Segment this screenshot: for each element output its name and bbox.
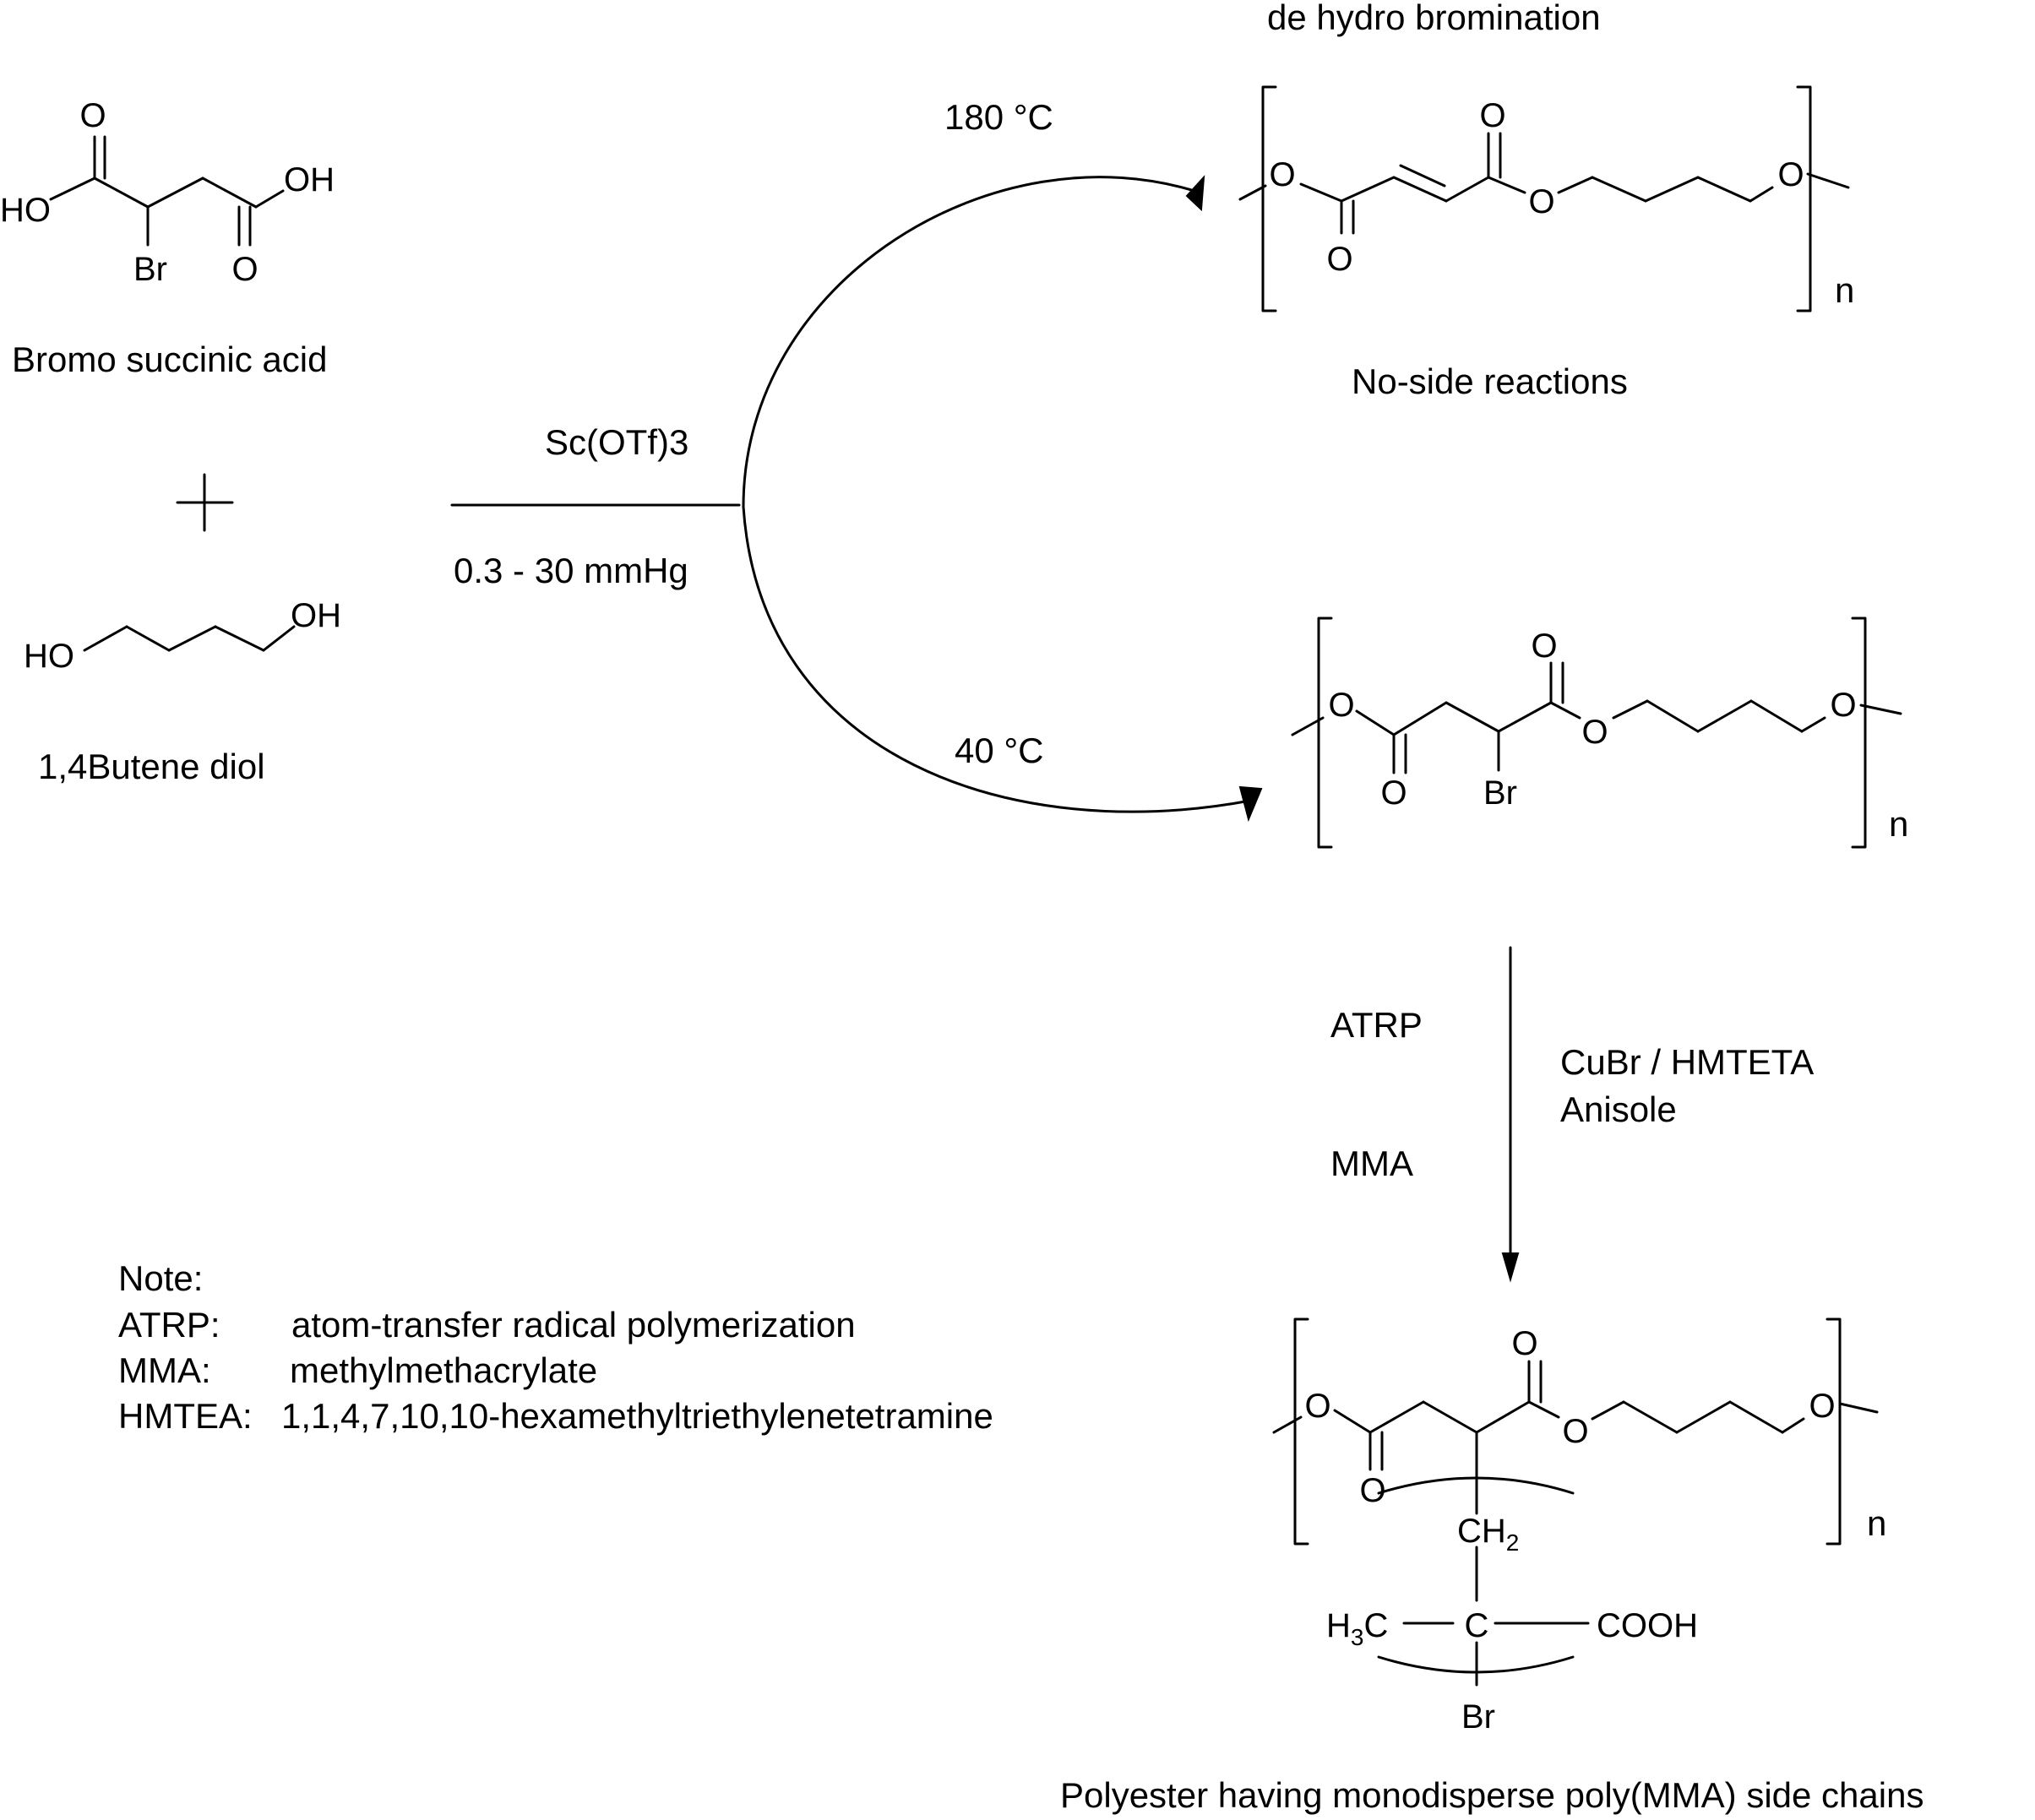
atom-o: O [1809,1388,1835,1425]
atom-o: O [1269,156,1295,193]
atom-ho: HO [0,192,51,229]
atom-o: O [1777,156,1804,193]
atom-o: O [1326,241,1352,278]
reactant1-name: Bromo succinic acid [12,340,327,379]
atom-oh: OH [291,597,341,634]
atom-o: O [1830,687,1856,724]
atrp-label: ATRP [1330,1005,1423,1045]
bracket-right [1826,1317,1842,1546]
bromo-polyester-structure [1291,661,1902,774]
atom-cooh: COOH [1597,1607,1698,1644]
note-def-mma: methylmethacrylate [290,1350,597,1390]
bracket-right [1796,85,1812,312]
atom-o: O [1511,1325,1537,1362]
dehydrobrominated-polyester-structure [1238,132,1850,235]
solvent-label: Anisole [1560,1089,1677,1129]
note-abbr-atrp: ATRP: [118,1305,220,1345]
arrowhead-180c [1185,175,1205,212]
bracket-left [1317,617,1333,849]
arrowhead-40c [1238,785,1263,823]
atom-o: O [1528,183,1554,220]
temp-high-label: 180 °C [944,97,1053,137]
note-abbr-hmtea: HMTEA: [118,1396,253,1436]
atom-o: O [231,251,258,288]
bromosuccinic-acid-structure [49,135,285,247]
arrow-to-bromo-polyester [742,505,1252,813]
note-def-hmtea: 1,1,4,7,10,10-hexamethyltriethylenetetra… [281,1396,993,1436]
bracket-right [1851,617,1867,849]
repeat-n: n [1867,1503,1886,1543]
atom-ho: HO [24,638,74,675]
reactant2-name: 1,4Butene diol [38,747,265,786]
catalyst-system-label: CuBr / HMTETA [1560,1042,1814,1082]
atom-o: O [1479,97,1505,134]
atom-o: O [1359,1472,1385,1509]
temp-low-label: 40 °C [955,731,1044,770]
atom-br: Br [1461,1698,1495,1736]
caption-dehydrobromination: de hydro bromination [1267,0,1601,37]
note-abbr-mma: MMA: [118,1350,211,1390]
catalyst-label: Sc(OTf)3 [545,422,688,462]
atom-h3c: H3C [1326,1607,1388,1650]
arrow-to-dehydrobrominated-product [742,176,1201,508]
note-def-atrp: atom-transfer radical polymerization [291,1305,856,1345]
final-product-caption: Polyester having monodisperse poly(MMA) … [1060,1775,1923,1815]
atom-c: C [1465,1607,1489,1644]
plus-sign [176,473,234,532]
graft-polyester-structure [1272,1360,1879,1687]
mma-label: MMA [1330,1144,1413,1183]
atom-o: O [1581,714,1608,751]
note-heading: Note: [118,1258,203,1298]
atom-o: O [1304,1388,1330,1425]
repeat-n: n [1889,804,1908,844]
atom-o: O [1328,687,1354,724]
butenediol-structure [83,625,296,652]
atom-o: O [79,97,106,134]
atrp-arrowhead [1501,1252,1520,1283]
atom-o: O [1531,627,1557,665]
atom-br: Br [1483,774,1517,812]
atom-o: O [1380,774,1407,812]
pressure-label: 0.3 - 30 mmHg [454,551,688,590]
atom-o: O [1562,1413,1588,1450]
repeat-n: n [1835,270,1854,310]
atom-br: Br [133,251,167,288]
caption-no-side-reactions: No-side reactions [1352,361,1628,401]
bracket-left [1261,85,1277,312]
atom-ch2: CH2 [1457,1513,1519,1556]
bracket-left [1293,1317,1309,1546]
atom-oh: OH [284,161,335,198]
